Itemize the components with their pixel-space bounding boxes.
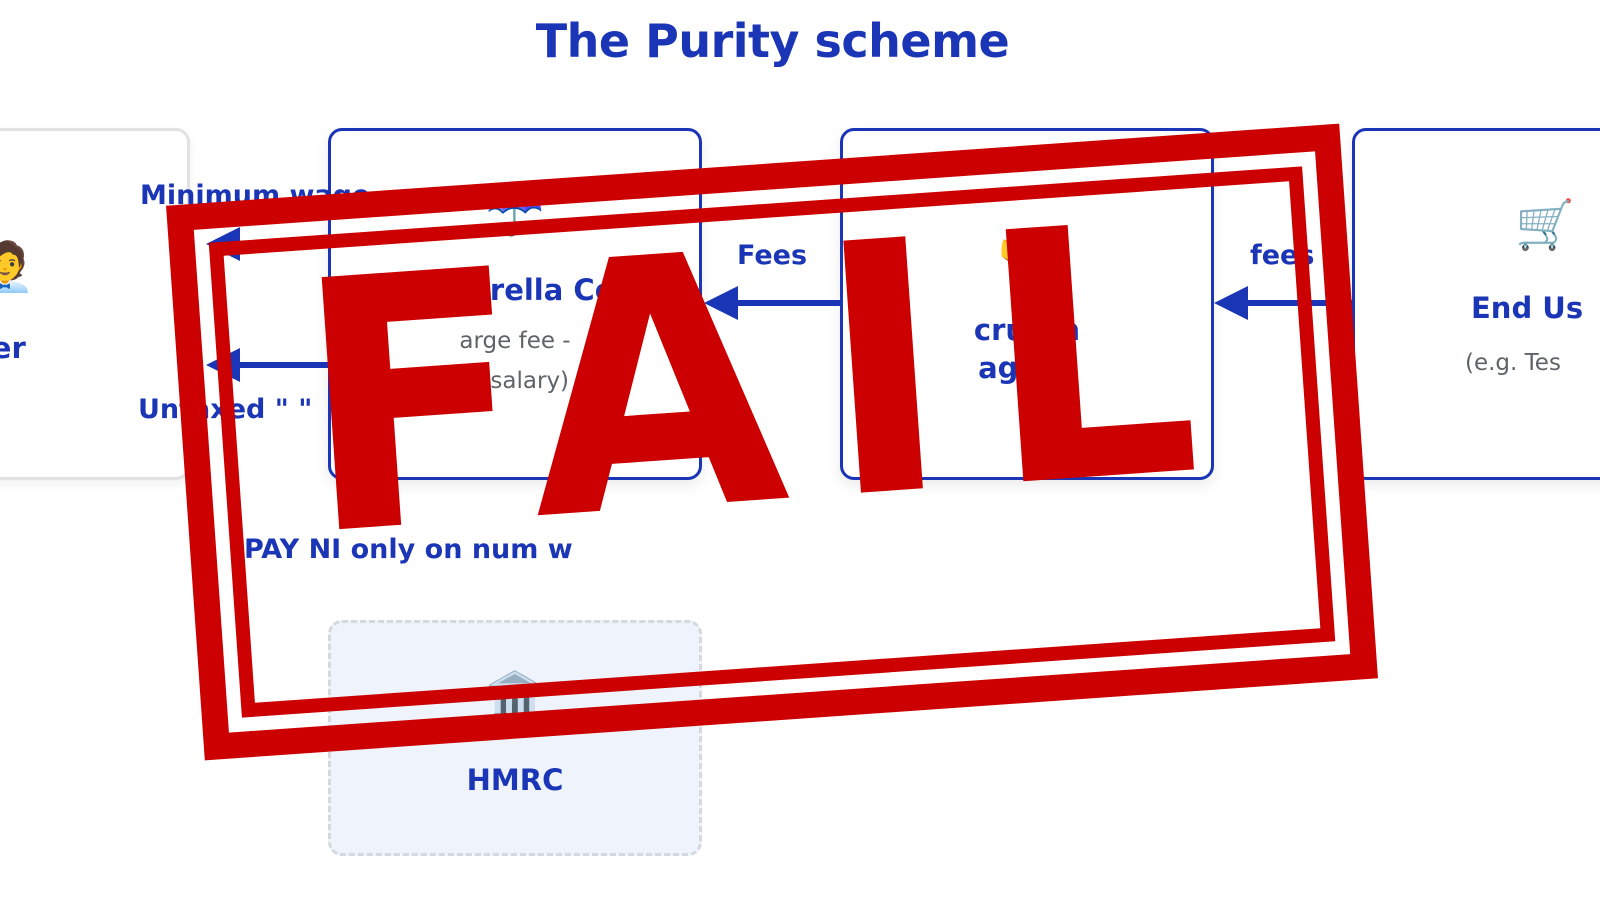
- handshake-icon: 🤝: [997, 229, 1057, 285]
- shopping-cart-icon: 🛒: [1515, 197, 1575, 253]
- arrow-untaxed-line: [230, 362, 330, 368]
- node-agency-label: cruitm agenc: [843, 311, 1211, 387]
- arrow-enduser-fees-head-icon: [1214, 286, 1248, 320]
- node-umbrella-co: ☂️ Umbrella Co arge fee - of salary): [328, 128, 702, 480]
- arrow-untaxed-head-icon: [206, 348, 240, 382]
- person-in-suit-icon: 🧑‍💼: [0, 239, 35, 295]
- page-title: The Purity scheme: [535, 14, 1010, 68]
- umbrella-icon: ☂️: [485, 183, 545, 239]
- flow-label-paye-ni: PAY NI only on num w: [244, 534, 573, 565]
- flow-label-fees: Fees: [737, 240, 808, 271]
- flow-label-untaxed: Untaxed " ": [138, 394, 313, 425]
- node-worker-label: rker: [0, 331, 26, 365]
- node-end-user: 🛒 End Us (e.g. Tes: [1352, 128, 1600, 480]
- node-enduser-sub: (e.g. Tes: [1465, 350, 1561, 376]
- node-hmrc: 🏛️ HMRC: [328, 620, 702, 856]
- node-agency-label-line2: agenc: [978, 351, 1076, 385]
- node-worker: 🧑‍💼 rker: [0, 128, 190, 480]
- arrow-min-wage-line: [230, 241, 330, 247]
- node-umbrella-label: Umbrella Co: [415, 273, 615, 307]
- flow-label-fees-enduser: fees: [1250, 240, 1315, 271]
- node-umbrella-sub-line1: arge fee -: [459, 328, 571, 354]
- node-agency-label-line1: cruitm: [973, 313, 1081, 347]
- bank-building-icon: 🏛️: [485, 669, 545, 725]
- arrow-fees-line: [730, 300, 842, 306]
- node-recruitment-agency: 🤝 cruitm agenc: [840, 128, 1214, 480]
- arrow-min-wage-head-icon: [206, 227, 240, 261]
- node-hmrc-label: HMRC: [466, 763, 564, 797]
- node-enduser-label: End Us: [1471, 291, 1584, 325]
- arrow-enduser-fees-line: [1240, 300, 1354, 306]
- node-umbrella-sub: arge fee - of salary): [331, 321, 699, 401]
- arrow-fees-head-icon: [704, 286, 738, 320]
- node-umbrella-sub-line2: of salary): [460, 368, 570, 394]
- flow-label-minimum-wage: Minimum wage: [140, 180, 371, 211]
